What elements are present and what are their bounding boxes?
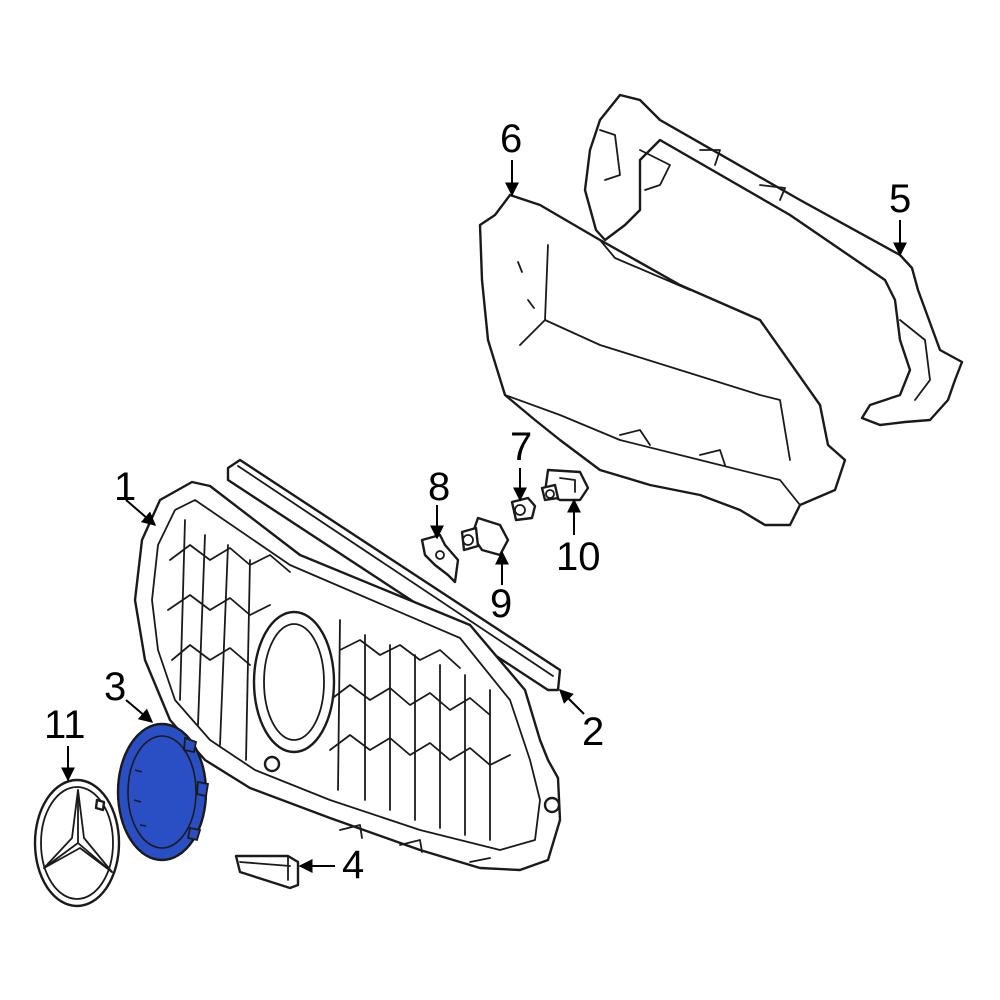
part-3-emblem-base [116,722,210,862]
part-8-mounting-clip [420,533,460,584]
grille-diamond-pattern [167,544,511,766]
emblem-opening [252,610,336,754]
callout-labels: 6 5 1 2 3 11 4 8 9 7 10 [44,117,911,887]
callout-8: 8 [428,465,450,509]
callout-7: 7 [510,425,532,469]
part-6-air-duct [478,193,847,527]
part-1-grille [133,480,562,872]
leader-2 [559,689,585,715]
leader-1 [125,499,157,526]
part-9-sensor [460,516,510,557]
callout-9: 9 [490,582,512,626]
leader-3 [125,699,154,723]
part-10-sensor-bracket [540,468,590,502]
grille-mount-boss [263,755,281,773]
callout-1: 1 [114,465,136,509]
callout-10: 10 [556,535,601,579]
callout-5: 5 [889,177,911,221]
callout-6: 6 [500,117,522,161]
part-5-support-bracket [583,93,964,427]
part-11-star-emblem [33,778,121,908]
part-7-connector [510,496,537,522]
callout-11: 11 [44,703,86,747]
callout-4: 4 [342,843,364,887]
leader-lines [61,160,907,873]
part-4-bracket [234,854,300,890]
callout-2: 2 [582,710,604,754]
callout-3: 3 [104,665,126,709]
